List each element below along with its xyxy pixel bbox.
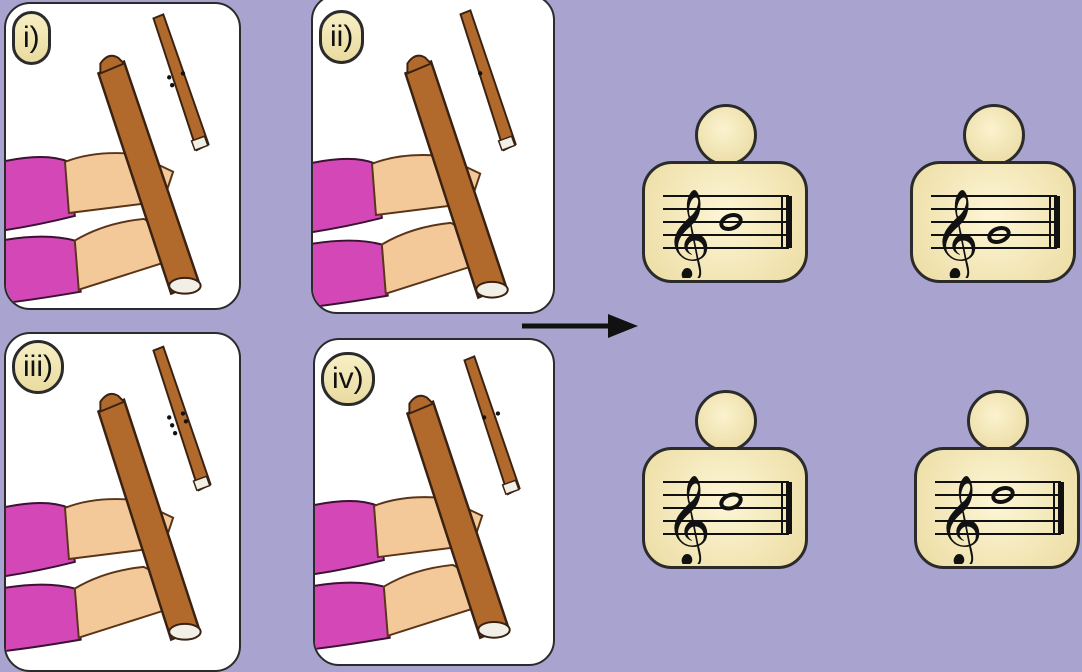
card-label-badge: ii) xyxy=(319,10,365,64)
treble-clef-icon: 𝄞 xyxy=(665,475,711,564)
fingering-card-4[interactable]: iv) xyxy=(313,338,555,666)
drop-target-circle[interactable] xyxy=(695,390,757,452)
recorder-hands-illustration xyxy=(315,355,521,650)
drop-target-circle[interactable] xyxy=(695,104,757,166)
treble-clef-icon: 𝄞 xyxy=(665,189,711,278)
answer-slot-1[interactable]: 𝄞 xyxy=(642,104,808,284)
fingering-card-2[interactable]: ii) xyxy=(311,0,555,314)
barline xyxy=(1049,196,1051,248)
barline xyxy=(781,482,783,534)
final-barline xyxy=(786,196,792,248)
answer-slot-4[interactable]: 𝄞 xyxy=(914,390,1080,570)
treble-staff-note: 𝄞 xyxy=(663,475,792,564)
fingering-dot xyxy=(183,419,189,424)
fingering-dots xyxy=(167,411,189,436)
treble-staff-note: 𝄞 xyxy=(935,475,1064,564)
fingering-dots xyxy=(167,71,186,88)
whole-note xyxy=(991,485,1015,505)
fingering-card-1[interactable]: i) xyxy=(4,2,241,310)
fingering-dot xyxy=(167,415,172,420)
staff-note-card[interactable]: 𝄞 xyxy=(642,161,808,283)
treble-staff-note: 𝄞 xyxy=(663,189,792,278)
barline xyxy=(781,196,783,248)
fingering-dots xyxy=(481,411,501,420)
treble-clef-icon: 𝄞 xyxy=(933,189,979,278)
whole-note xyxy=(719,492,743,511)
fingering-dot xyxy=(478,71,483,76)
fingering-dot xyxy=(180,71,186,76)
recorder-hands-illustration xyxy=(6,345,212,652)
drop-target-circle[interactable] xyxy=(963,104,1025,166)
recorder-hands-illustration xyxy=(6,13,210,304)
right-arrow-icon xyxy=(522,314,638,338)
whole-note xyxy=(719,212,743,232)
small-recorder-icon xyxy=(152,13,210,152)
fingering-dots xyxy=(478,71,483,76)
card-label-badge: iii) xyxy=(12,340,64,394)
fingering-dot xyxy=(167,75,172,80)
final-barline xyxy=(1058,482,1064,534)
drop-target-circle[interactable] xyxy=(967,390,1029,452)
fingering-dot xyxy=(180,411,186,416)
barline xyxy=(1053,482,1055,534)
treble-clef-icon: 𝄞 xyxy=(937,475,983,564)
card-label-badge: iv) xyxy=(321,352,375,406)
whole-note xyxy=(987,225,1011,245)
fingering-dot xyxy=(495,411,501,416)
fingering-card-3[interactable]: iii) xyxy=(4,332,241,672)
staff-note-card[interactable]: 𝄞 xyxy=(914,447,1080,569)
final-barline xyxy=(1054,196,1060,248)
fingering-dot xyxy=(172,431,178,436)
treble-staff-note: 𝄞 xyxy=(931,189,1060,278)
recorder-hands-illustration xyxy=(313,9,517,308)
answer-slot-2[interactable]: 𝄞 xyxy=(910,104,1076,284)
answer-slot-3[interactable]: 𝄞 xyxy=(642,390,808,570)
card-label-badge: i) xyxy=(12,11,51,65)
staff-note-card[interactable]: 𝄞 xyxy=(642,447,808,569)
fingering-dot xyxy=(169,423,175,428)
fingering-dot xyxy=(169,83,175,88)
staff-note-card[interactable]: 𝄞 xyxy=(910,161,1076,283)
final-barline xyxy=(786,482,792,534)
fingering-dot xyxy=(481,415,487,420)
